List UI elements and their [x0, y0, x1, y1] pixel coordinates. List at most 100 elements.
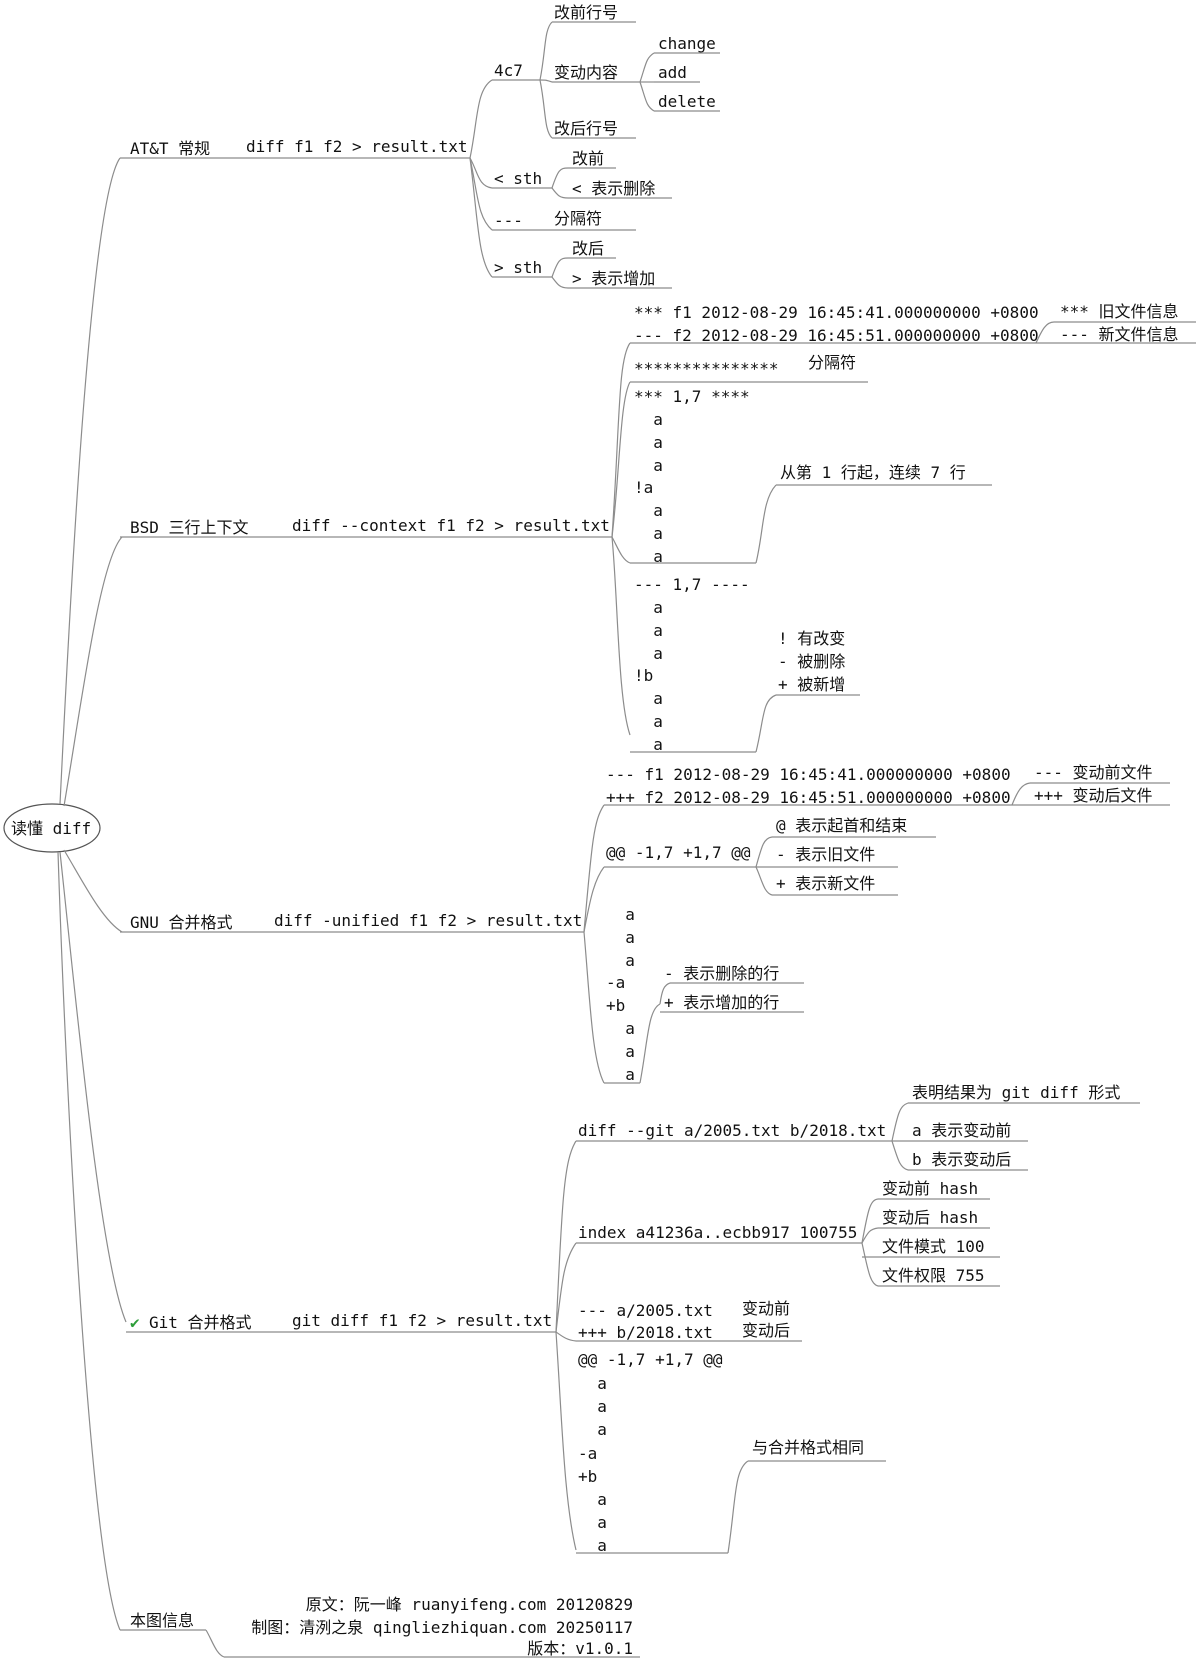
info-version[interactable]: 版本：v1.0.1 [527, 1639, 633, 1658]
git-hunk-line[interactable]: a [578, 1513, 607, 1532]
att-after-label[interactable]: 改后 [572, 239, 604, 258]
branch-gnu-label[interactable]: GNU 合并格式 [130, 913, 233, 932]
att-change-content[interactable]: 变动内容 [554, 63, 618, 82]
branch-gnu-command[interactable]: diff -unified f1 f2 > result.txt [274, 911, 582, 930]
gnu-old-file-note[interactable]: --- 变动前文件 [1034, 763, 1153, 782]
branch-git-command[interactable]: git diff f1 f2 > result.txt [292, 1311, 552, 1330]
bsd-old-line[interactable]: a [634, 524, 663, 543]
bsd-new-line[interactable]: a [634, 689, 663, 708]
branch-info-label[interactable]: 本图信息 [130, 1611, 194, 1630]
gnu-body-line[interactable]: a [606, 1065, 635, 1084]
att-part-old-sth[interactable]: < sth [494, 169, 542, 188]
git-a-note[interactable]: a 表示变动前 [912, 1121, 1011, 1140]
bsd-old-line[interactable]: *** 1,7 **** [634, 387, 750, 406]
att-old-line-number[interactable]: 改前行号 [554, 3, 618, 22]
gnu-body-line[interactable]: a [606, 928, 635, 947]
git-hunk-line[interactable]: @@ -1,7 +1,7 @@ [578, 1350, 723, 1369]
gnu-body-line[interactable]: a [606, 951, 635, 970]
git-hunk-line[interactable]: a [578, 1374, 607, 1393]
att-change-type-add[interactable]: add [658, 63, 687, 82]
branch-bsd-label[interactable]: BSD 三行上下文 [130, 518, 249, 537]
gnu-hunk-header[interactable]: @@ -1,7 +1,7 @@ [606, 843, 751, 862]
bsd-new-line[interactable]: a [634, 644, 663, 663]
git-format-note[interactable]: 表明结果为 git diff 形式 [912, 1083, 1120, 1102]
bsd-new-line[interactable]: a [634, 712, 663, 731]
gnu-body-line[interactable]: a [606, 1042, 635, 1061]
gnu-new-file-line[interactable]: +++ f2 2012-08-29 16:45:51.000000000 +08… [606, 788, 1011, 807]
git-hunk-line[interactable]: a [578, 1536, 607, 1555]
git-hunk-line[interactable]: a [578, 1490, 607, 1509]
branch-bsd: BSD 三行上下文 diff --context f1 f2 > result.… [120, 302, 1196, 754]
bsd-add-note[interactable]: + 被新增 [778, 675, 845, 694]
bsd-old-line[interactable]: !a [634, 478, 653, 497]
bsd-delete-note[interactable]: - 被删除 [778, 652, 845, 671]
gnu-deleted-line-note[interactable]: - 表示删除的行 [664, 964, 779, 983]
branch-bsd-command[interactable]: diff --context f1 f2 > result.txt [292, 516, 610, 535]
bsd-old-line[interactable]: a [634, 501, 663, 520]
bsd-new-file-line[interactable]: --- f2 2012-08-29 16:45:51.000000000 +08… [634, 326, 1039, 345]
att-delete-marker-note[interactable]: < 表示删除 [572, 179, 655, 198]
gnu-plus-note[interactable]: + 表示新文件 [776, 874, 875, 893]
bsd-separator-line[interactable]: *************** [634, 359, 779, 378]
info-author[interactable]: 制图：清洌之泉 qingliezhiquan.com 20250117 [251, 1618, 633, 1637]
gnu-old-file-line[interactable]: --- f1 2012-08-29 16:45:41.000000000 +08… [606, 765, 1011, 784]
branch-git-label[interactable]: Git 合并格式 [149, 1313, 252, 1332]
att-before-label[interactable]: 改前 [572, 149, 604, 168]
gnu-body-line[interactable]: +b [606, 996, 625, 1015]
root-node[interactable] [3, 803, 101, 853]
att-add-marker-note[interactable]: > 表示增加 [572, 269, 655, 288]
branch-att-command[interactable]: diff f1 f2 > result.txt [246, 137, 468, 156]
gnu-added-line-note[interactable]: + 表示增加的行 [664, 993, 779, 1012]
git-diff-line[interactable]: diff --git a/2005.txt b/2018.txt [578, 1121, 886, 1140]
git-same-as-unified-note[interactable]: 与合并格式相同 [752, 1438, 864, 1457]
gnu-body-block: a a a -a +b a a a [606, 905, 635, 1084]
bsd-new-line[interactable]: a [634, 735, 663, 754]
bsd-new-line[interactable]: !b [634, 666, 653, 685]
bsd-old-file-note[interactable]: *** 旧文件信息 [1060, 302, 1179, 321]
bsd-separator-note[interactable]: 分隔符 [808, 353, 856, 372]
git-new-file-line[interactable]: +++ b/2018.txt [578, 1323, 713, 1342]
att-change-type-delete[interactable]: delete [658, 92, 716, 111]
bsd-old-line[interactable]: a [634, 433, 663, 452]
att-change-type-change[interactable]: change [658, 34, 716, 53]
gnu-at-note[interactable]: @ 表示起首和结束 [776, 816, 907, 835]
bsd-old-line[interactable]: a [634, 547, 663, 566]
gnu-body-line[interactable]: -a [606, 973, 625, 992]
git-old-file-line[interactable]: --- a/2005.txt [578, 1301, 713, 1320]
git-file-mode-note[interactable]: 文件模式 100 [882, 1237, 985, 1256]
git-after-note[interactable]: 变动后 [742, 1321, 790, 1340]
branch-att-label[interactable]: AT&T 常规 [130, 139, 210, 158]
bsd-old-file-line[interactable]: *** f1 2012-08-29 16:45:41.000000000 +08… [634, 303, 1039, 322]
att-part-4c7[interactable]: 4c7 [494, 61, 523, 80]
check-icon: ✔ [130, 1313, 140, 1332]
root-to-att-connector [59, 157, 121, 805]
gnu-body-line[interactable]: a [606, 1019, 635, 1038]
att-separator-note[interactable]: 分隔符 [554, 209, 602, 228]
bsd-change-note[interactable]: ! 有改变 [778, 629, 845, 648]
git-file-permission-note[interactable]: 文件权限 755 [882, 1266, 985, 1285]
bsd-new-line[interactable]: a [634, 598, 663, 617]
att-part-separator[interactable]: --- [494, 211, 523, 230]
bsd-old-line[interactable]: a [634, 456, 663, 475]
git-index-line[interactable]: index a41236a..ecbb917 100755 [578, 1223, 857, 1242]
att-part-new-sth[interactable]: > sth [494, 258, 542, 277]
git-hunk-line[interactable]: a [578, 1397, 607, 1416]
git-before-note[interactable]: 变动前 [742, 1299, 790, 1318]
bsd-range-note[interactable]: 从第 1 行起，连续 7 行 [780, 463, 966, 482]
bsd-new-file-note[interactable]: --- 新文件信息 [1060, 325, 1179, 344]
git-hunk-line[interactable]: +b [578, 1467, 597, 1486]
git-new-hash-note[interactable]: 变动后 hash [882, 1208, 978, 1227]
gnu-new-file-note[interactable]: +++ 变动后文件 [1034, 786, 1153, 805]
gnu-minus-note[interactable]: - 表示旧文件 [776, 845, 875, 864]
git-old-hash-note[interactable]: 变动前 hash [882, 1179, 978, 1198]
att-new-line-number[interactable]: 改后行号 [554, 119, 618, 138]
info-source[interactable]: 原文：阮一峰 ruanyifeng.com 20120829 [306, 1595, 633, 1614]
bsd-old-line[interactable]: a [634, 410, 663, 429]
git-hunk-line[interactable]: -a [578, 1444, 597, 1463]
git-b-note[interactable]: b 表示变动后 [912, 1150, 1011, 1169]
bsd-new-line[interactable]: --- 1,7 ---- [634, 575, 750, 594]
gnu-body-line[interactable]: a [606, 905, 635, 924]
git-hunk-line[interactable]: a [578, 1420, 607, 1439]
bsd-new-line[interactable]: a [634, 621, 663, 640]
